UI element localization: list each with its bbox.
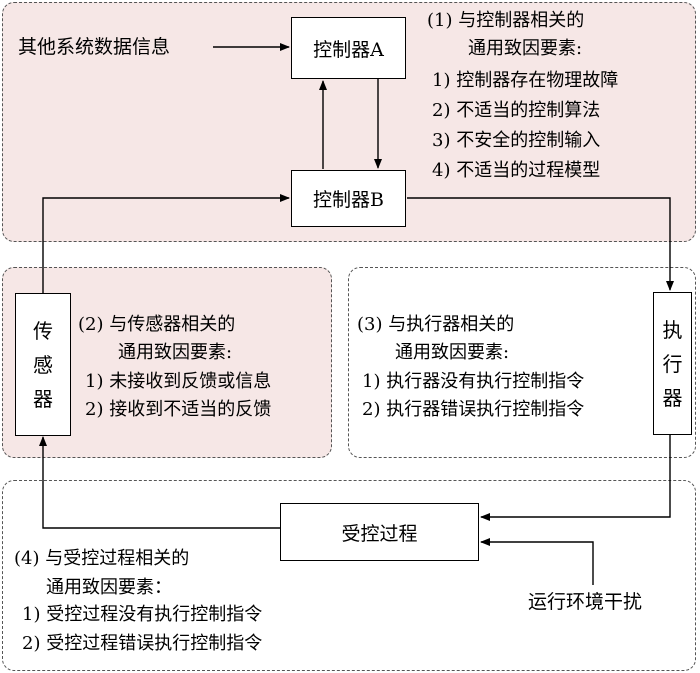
actuator-box: 执 行 器 [653, 292, 692, 435]
sensor-label-char: 传 [33, 318, 53, 343]
controlled-process-label: 受控过程 [341, 522, 418, 545]
controller-factors-subtitle: 通用致因要素: [468, 38, 583, 59]
environment-disturbance-label: 运行环境干扰 [528, 591, 643, 613]
actuator-factors-title: (3) 与执行器相关的 [357, 314, 515, 335]
controller-factors-title: (1) 与控制器相关的 [427, 10, 585, 31]
other-system-info-label: 其他系统数据信息 [18, 36, 171, 58]
actuator-factor-item: 1) 执行器没有执行控制指令 [362, 371, 585, 392]
controller-factor-item: 1) 控制器存在物理故障 [432, 70, 619, 91]
controlled-process-box: 受控过程 [280, 503, 479, 561]
sensor-factor-item: 2) 接收到不适当的反馈 [85, 399, 272, 420]
process-factors-subtitle: 通用致因要素： [46, 577, 172, 598]
sensor-label-char: 感 [33, 352, 53, 377]
controller-factor-item: 4) 不适当的过程模型 [432, 160, 601, 181]
sensor-label-char: 器 [33, 386, 53, 411]
process-factors-title: (4) 与受控过程相关的 [14, 548, 190, 569]
arrow-disturbance-to-process [480, 538, 594, 585]
sensor-factors-title: (2) 与传感器相关的 [78, 314, 236, 335]
controller-factor-item: 2) 不适当的控制算法 [432, 100, 601, 121]
controller-a-box: 控制器A [291, 17, 406, 79]
process-factor-item: 1) 受控过程没有执行控制指令 [22, 604, 263, 625]
controller-b-label: 控制器B [313, 189, 384, 211]
sensor-factor-item: 1) 未接收到反馈或信息 [85, 371, 272, 392]
actuator-label-char: 行 [662, 351, 683, 376]
arrow-sensor-to-controller-b [42, 194, 290, 293]
controller-factor-item: 3) 不安全的控制输入 [432, 130, 601, 151]
process-factor-item: 2) 受控过程错误执行控制指令 [22, 633, 263, 654]
sensor-box: 传 感 器 [15, 293, 71, 436]
sensor-factors-subtitle: 通用致因要素: [118, 342, 233, 363]
arrow-process-to-sensor [39, 436, 280, 529]
arrow-actuator-to-process [480, 435, 671, 521]
controller-a-label: 控制器A [313, 38, 384, 61]
actuator-factor-item: 2) 执行器错误执行控制指令 [362, 399, 585, 420]
actuator-factors-region [348, 267, 696, 458]
arrow-controller-b-to-actuator [407, 197, 674, 291]
actuator-factors-subtitle: 通用致因要素: [395, 342, 510, 363]
actuator-label-char: 执 [662, 317, 683, 342]
controller-b-box: 控制器B [291, 170, 406, 227]
actuator-label-char: 器 [662, 385, 683, 410]
